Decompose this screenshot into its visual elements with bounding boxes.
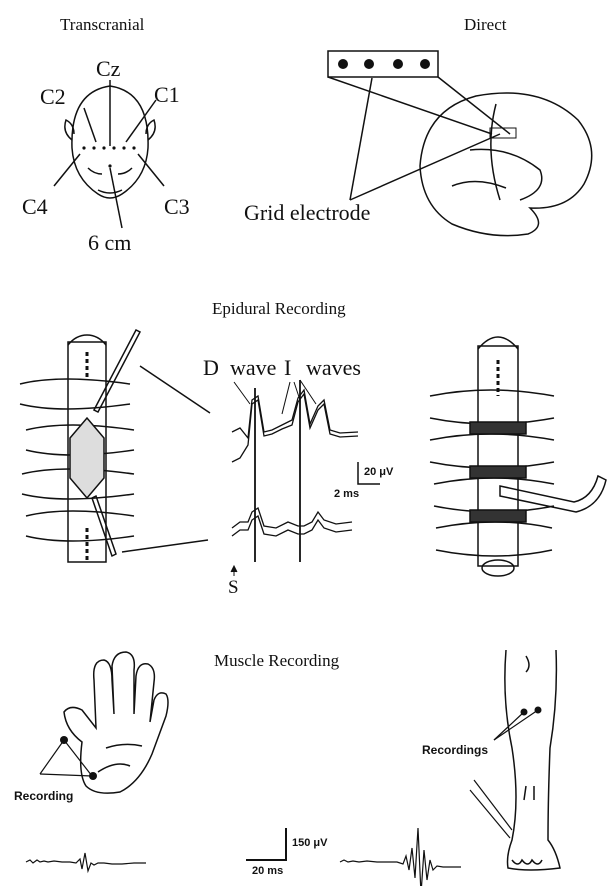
hand-outline xyxy=(64,652,168,793)
muscle-amp-scale: 150 μV xyxy=(292,838,327,849)
epidural-amp-scale: 20 μV xyxy=(364,467,393,478)
hand-recording-label: Recording xyxy=(14,790,73,802)
brain-hemisphere xyxy=(420,93,592,236)
distance-label: 6 cm xyxy=(88,232,131,254)
muscle-time-scale: 20 ms xyxy=(252,866,283,877)
epidural-title: Epidural Recording xyxy=(212,300,346,317)
epidural-time-scale: 2 ms xyxy=(334,489,359,500)
leg-emg-trace xyxy=(340,828,461,886)
i-waves-letter: I xyxy=(284,357,291,379)
electrode-label-cz: Cz xyxy=(96,58,120,80)
stimulus-label: S xyxy=(228,578,239,597)
grid-contacts xyxy=(338,59,430,69)
stimulus-arrow xyxy=(231,566,237,576)
direct-title: Direct xyxy=(464,16,506,33)
leg-outline xyxy=(505,650,560,870)
spine-right xyxy=(430,337,606,576)
d-wave-letter: D xyxy=(203,357,219,379)
spine-left xyxy=(20,330,140,562)
d-wave-word: wave xyxy=(230,357,276,379)
electrode-label-c1: C1 xyxy=(154,84,180,106)
electrode-label-c3: C3 xyxy=(164,196,190,218)
muscle-title: Muscle Recording xyxy=(214,652,339,669)
hand-emg-trace xyxy=(26,853,146,871)
scalp-electrodes xyxy=(82,146,135,167)
transcranial-title: Transcranial xyxy=(60,16,144,33)
wave-pointer-lines xyxy=(234,380,316,414)
hand-recording-lines xyxy=(40,740,92,776)
epidural-traces xyxy=(232,390,358,536)
epidural-leader-lines xyxy=(122,366,210,552)
grid-electrode-label: Grid electrode xyxy=(244,202,370,224)
leg-recording-label: Recordings xyxy=(422,744,488,756)
muscle-scale-bar xyxy=(246,828,286,860)
electrode-label-c2: C2 xyxy=(40,86,66,108)
electrode-label-c4: C4 xyxy=(22,196,48,218)
i-waves-word: waves xyxy=(306,357,361,379)
leg-recording-lines xyxy=(470,710,538,838)
